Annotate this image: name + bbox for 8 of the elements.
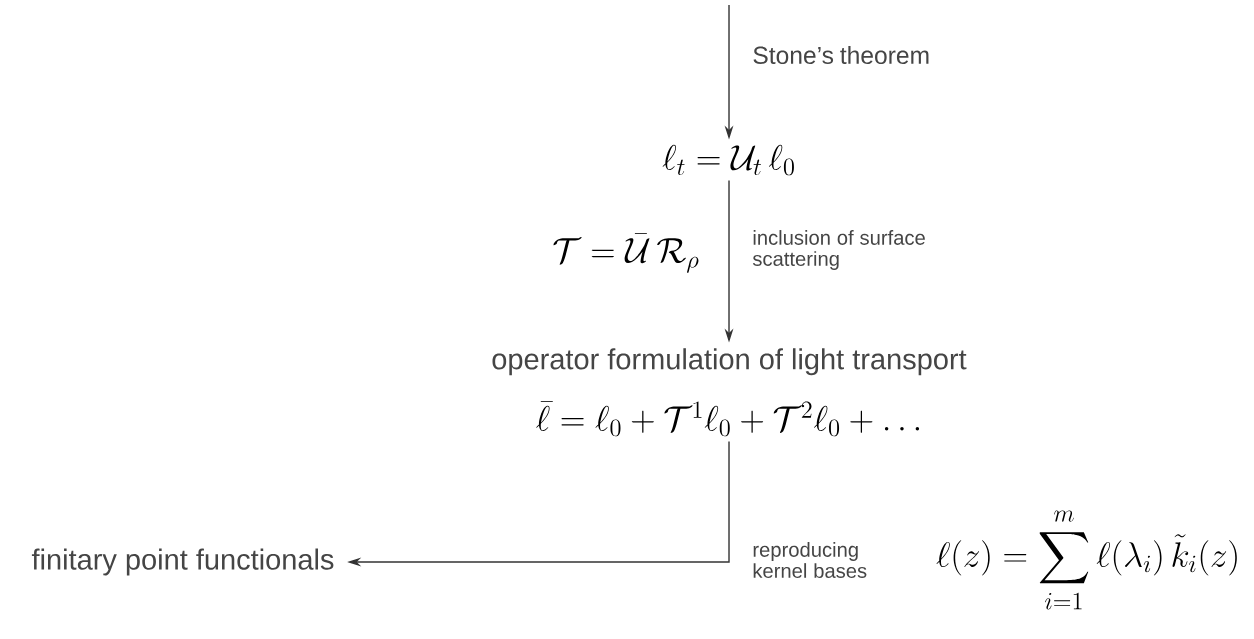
heading-with-equation: operator formulation of light transport $\bar{\ell} = \ell_0 + \mathcal{T}^1\ell_0 + \mathcal{T}^2\ell_0 + \ldots$ xyxy=(492,348,967,437)
text-label: finitary point functionals xyxy=(31,548,334,576)
edge-label: reproducing kernel bases xyxy=(753,542,867,578)
formula: $\ell(z) = \sum_{i=1}^{m} \ell(\lambda_i)\,\tilde{k}_i(z)$ xyxy=(936,510,1237,610)
edge-label: Stone’s theorem xyxy=(753,45,929,65)
edge-label: inclusion of surface scattering xyxy=(752,230,925,270)
formula: $\mathcal{T} = \bar{\mathcal{U}}\,\mathcal{R}_\rho$ xyxy=(553,233,699,273)
equation: $\ell_t = \mathcal{U}_t\,\ell_0$ xyxy=(662,144,794,176)
